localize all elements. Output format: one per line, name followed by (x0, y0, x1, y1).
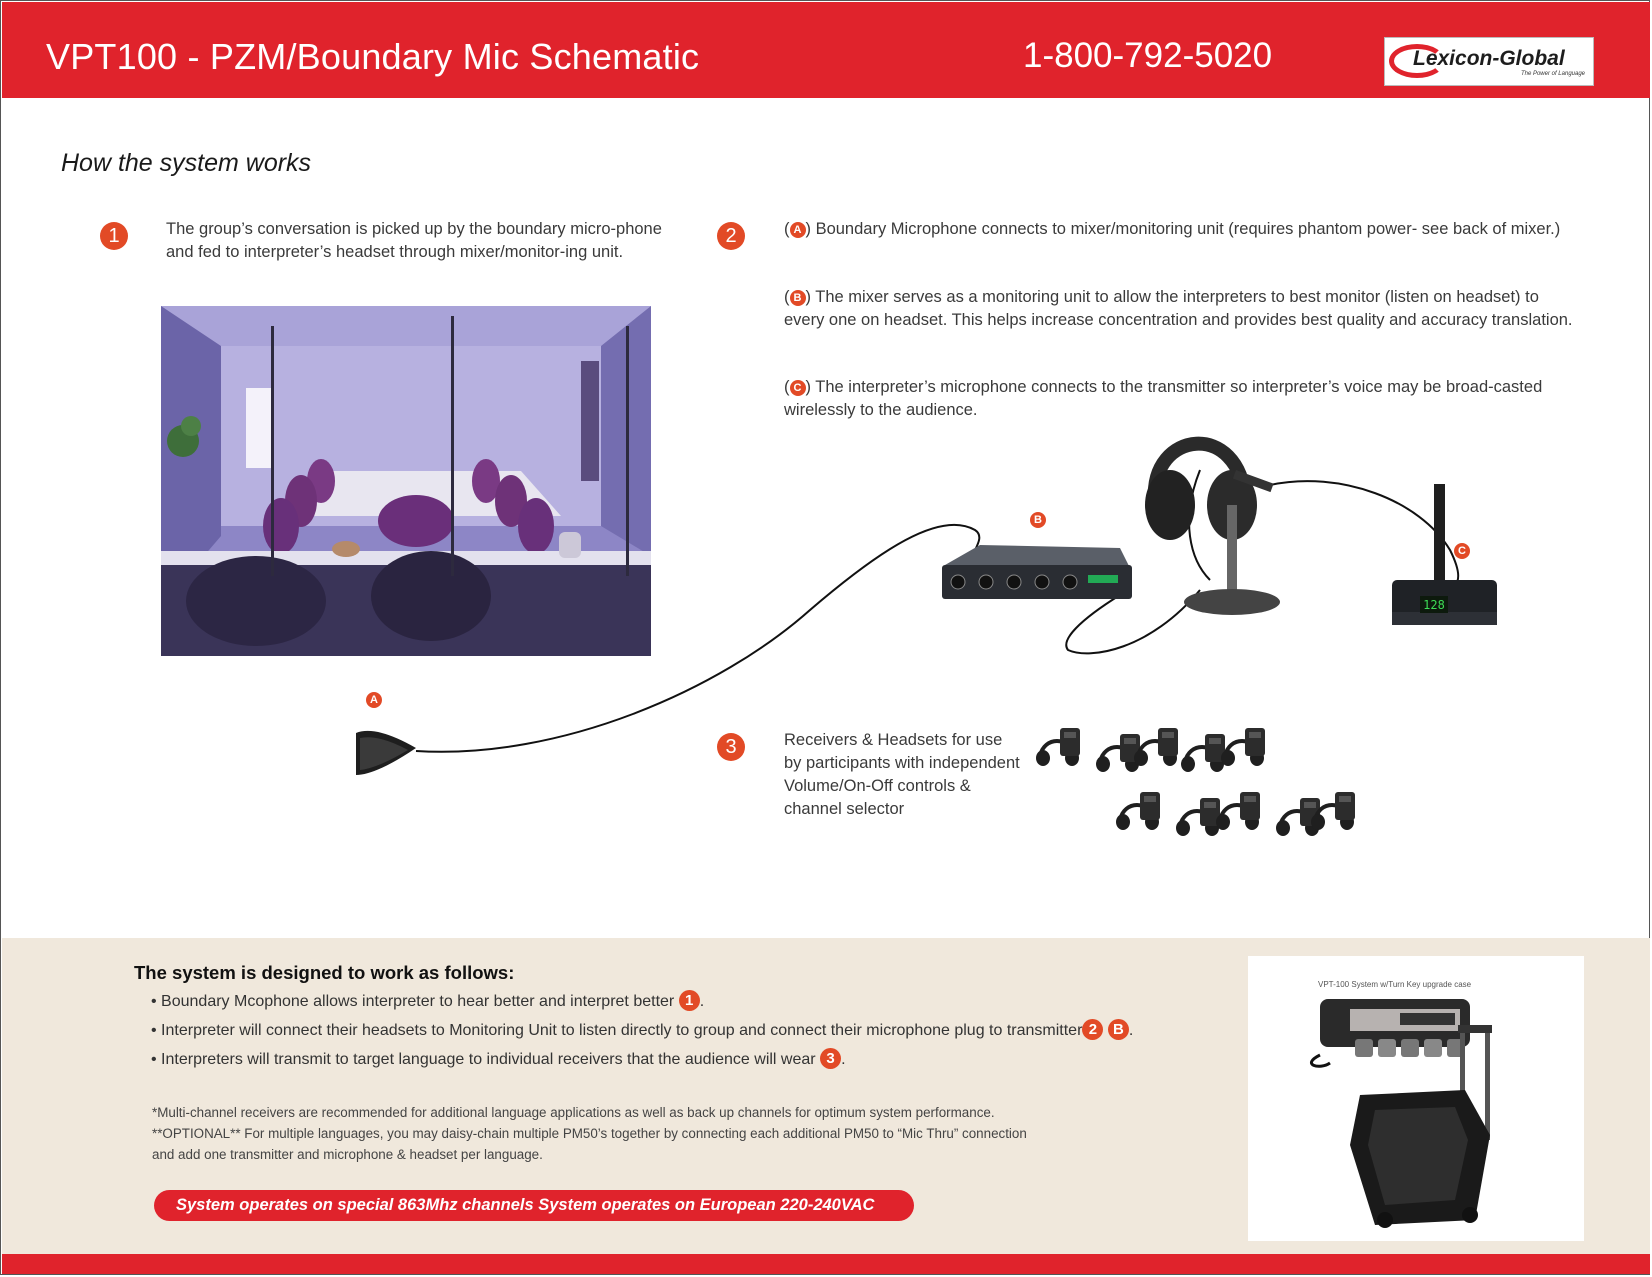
header-bar: VPT100 - PZM/Boundary Mic Schematic 1-80… (2, 2, 1650, 98)
step-2-item-c: (C) The interpreter’s microphone connect… (784, 378, 1543, 419)
logo-text: Lexicon-Global (1413, 47, 1565, 70)
bullet-3-text: • Interpreters will transmit to target l… (151, 1051, 816, 1068)
bullet-1: • Boundary Mcophone allows interpreter t… (151, 990, 704, 1011)
bullet-2-text: • Interpreter will connect their headset… (151, 1022, 1083, 1039)
boundary-mic-cable (415, 523, 981, 753)
mic-to-transmitter-cable (1269, 480, 1460, 586)
case-caption: VPT-100 System w/Turn Key upgrade case (1318, 980, 1472, 989)
section-title: How the system works (61, 149, 312, 177)
bullet-3-badge: 3 (820, 1048, 842, 1069)
phone-number: 1-800-792-5020 (1023, 36, 1273, 75)
carry-case-icon (1310, 999, 1492, 1228)
power-banner: System operates on special 863Mhz channe… (154, 1190, 914, 1221)
transmitter-icon: 128 (1392, 484, 1497, 625)
step-3-badge: 3 (717, 733, 745, 761)
step-2-item-a: (A) Boundary Microphone connects to mixe… (784, 220, 1561, 238)
note-1: *Multi-channel receivers are recommended… (152, 1105, 995, 1120)
bullet-2: • Interpreter will connect their headset… (151, 1019, 1133, 1040)
page-title: VPT100 - PZM/Boundary Mic Schematic (46, 36, 700, 77)
conference-room-photo (161, 306, 651, 656)
bullet-1-end: . (699, 993, 705, 1010)
headset-stand-cable (1188, 469, 1211, 581)
step-1-text: The group’s conversation is picked up by… (166, 220, 662, 261)
note-2: **OPTIONAL** For multiple languages, you… (152, 1126, 1027, 1141)
step-2-item-b: (B) The mixer serves as a monitoring uni… (784, 288, 1573, 329)
footer-bar (2, 1254, 1650, 1274)
a-badge: A (789, 222, 806, 238)
step-2-item-b-text: ) The mixer serves as a monitoring unit … (784, 288, 1573, 329)
transmitter-display: 128 (1423, 598, 1445, 612)
bullet-1-badge: 1 (678, 990, 700, 1011)
label-b-badge: B (1030, 512, 1046, 528)
follows-title: The system is designed to work as follow… (134, 962, 515, 983)
receivers-group (1034, 726, 1357, 838)
boundary-mic-icon (356, 730, 416, 775)
step-3-text: Receivers & Headsets for use by particip… (784, 731, 1020, 818)
bullet-2-badge-b: B (1107, 1019, 1129, 1040)
bullet-2-badge-2: 2 (1082, 1019, 1104, 1040)
bullet-2-end: . (1128, 1022, 1134, 1039)
c-badge: C (789, 380, 806, 396)
label-c-badge: C (1454, 543, 1470, 559)
b-badge: B (789, 290, 806, 306)
bullet-3-end: . (841, 1051, 846, 1068)
step-2-badge: 2 (717, 222, 745, 250)
label-a-badge: A (366, 692, 382, 708)
note-3: and add one transmitter and microphone &… (152, 1147, 543, 1162)
headset-cable (1065, 589, 1201, 655)
step-1-badge: 1 (100, 222, 128, 250)
step-2-item-a-text: ) Boundary Microphone connects to mixer/… (805, 220, 1561, 238)
logo-tagline: The Power of Language (1520, 71, 1585, 77)
logo-swoosh-icon (1389, 44, 1445, 78)
step-2-item-c-text: ) The interpreter’s microphone connects … (784, 378, 1543, 419)
company-logo: Lexicon-Global The Power of Language (1384, 37, 1594, 86)
bullet-1-text: • Boundary Mcophone allows interpreter t… (151, 993, 675, 1010)
bullet-3: • Interpreters will transmit to target l… (151, 1048, 846, 1069)
headset-on-stand-icon (1145, 436, 1280, 615)
mixer-icon (942, 545, 1132, 599)
